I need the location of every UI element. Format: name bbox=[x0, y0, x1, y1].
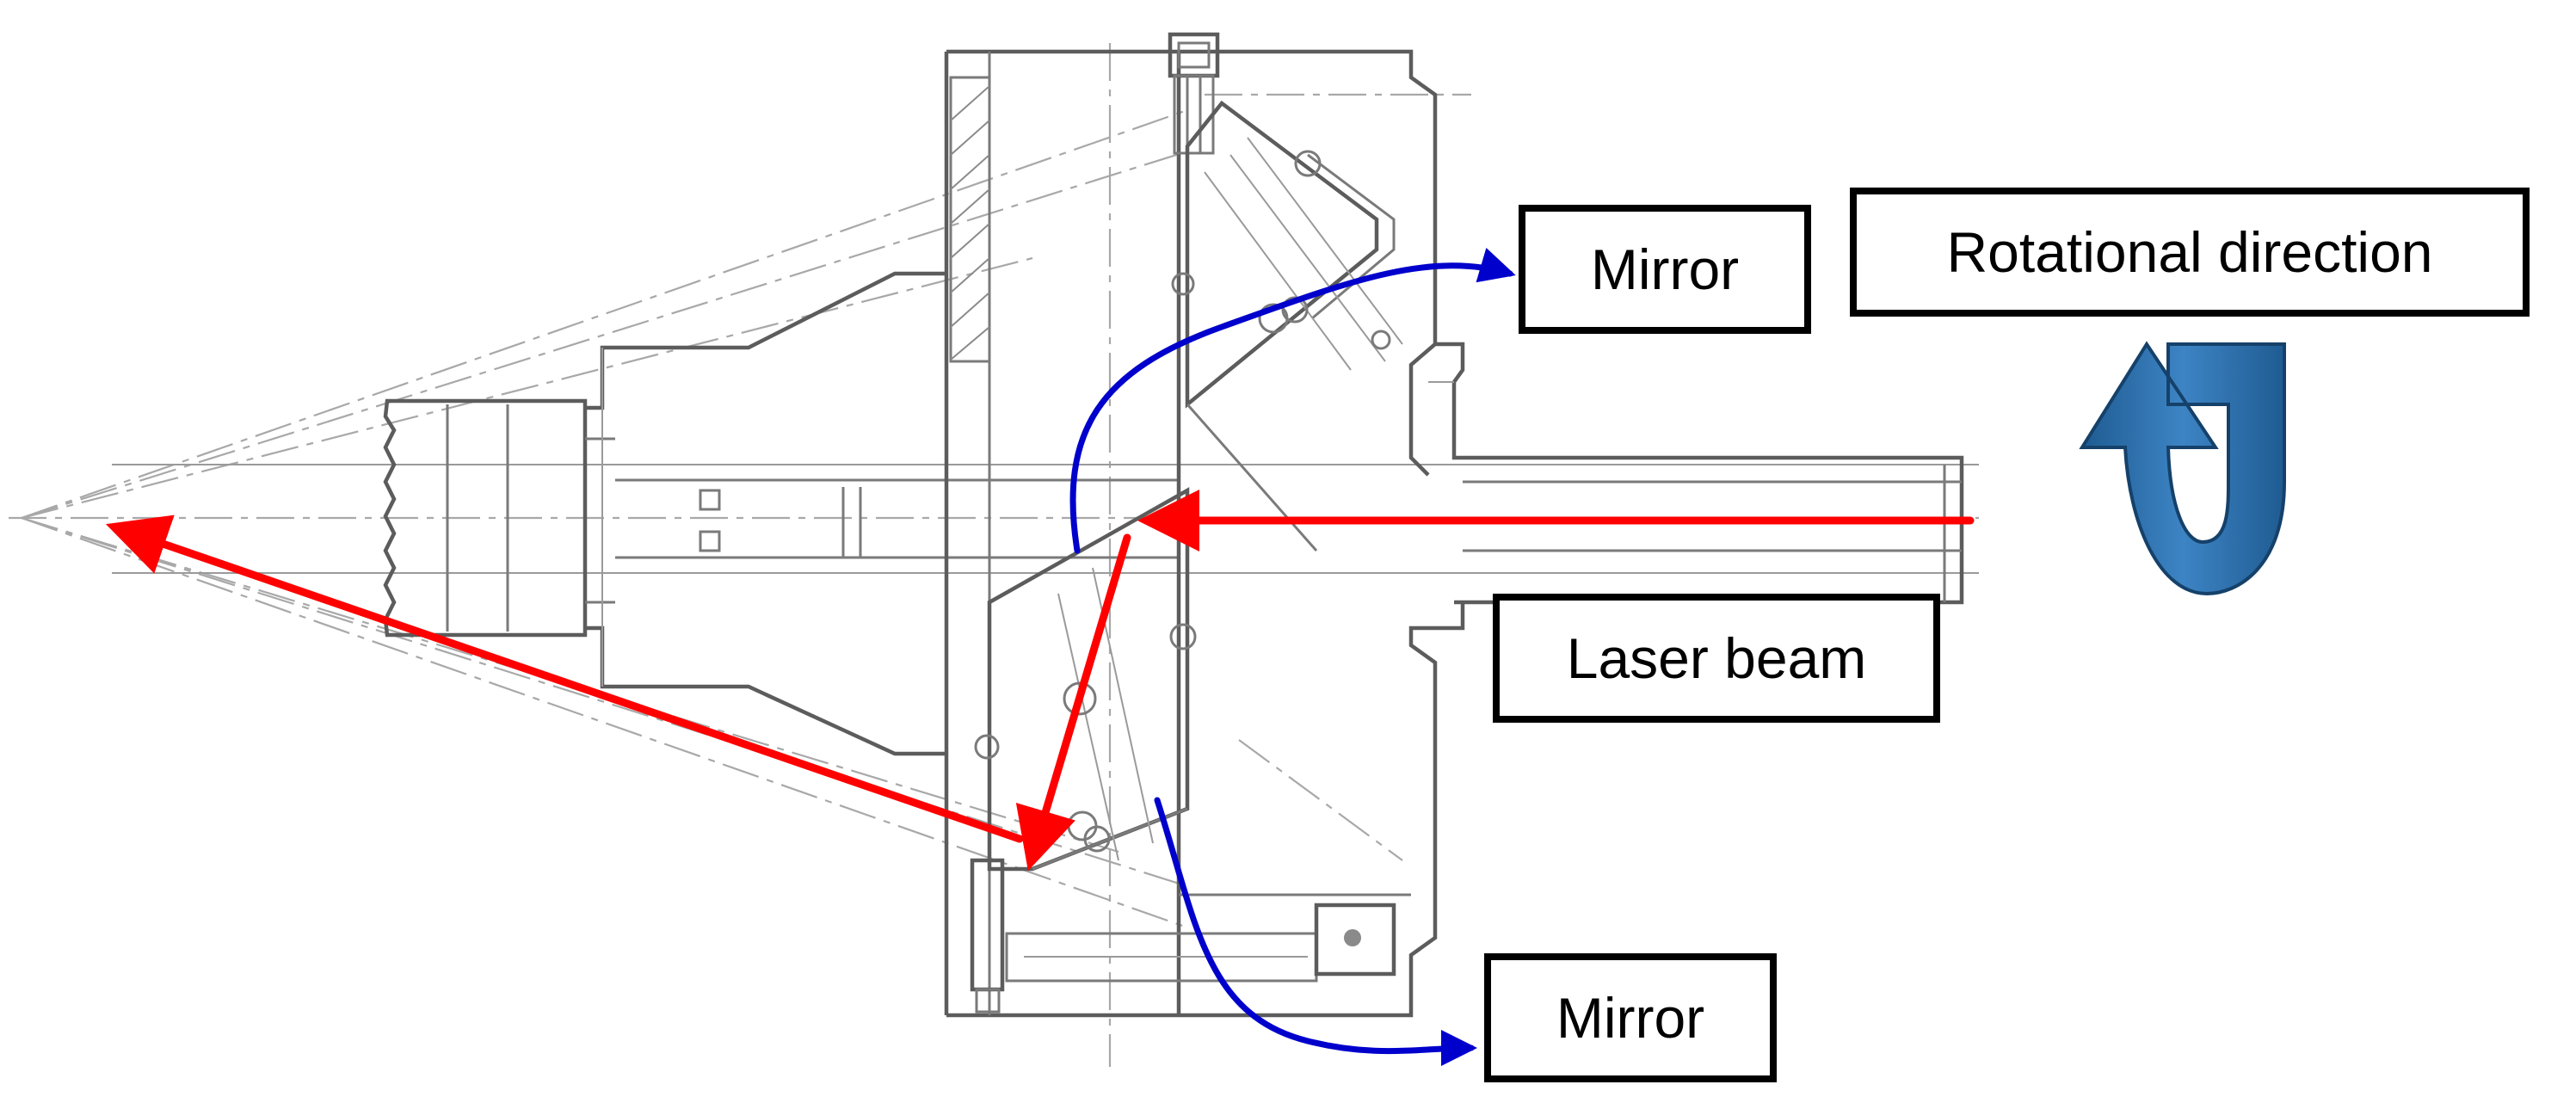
hatched-block bbox=[950, 85, 990, 360]
mirror-bottom-arrow bbox=[1154, 797, 1477, 1067]
laser-reflection-left bbox=[105, 515, 1024, 843]
upper-mirror-prism bbox=[1171, 100, 1403, 552]
mirror-bottom-text: Mirror bbox=[1556, 986, 1705, 1050]
body-taper bbox=[585, 271, 1179, 756]
technical-drawing bbox=[9, 32, 1979, 1067]
right-shaft bbox=[1428, 342, 1964, 605]
laser-reflection-down bbox=[1015, 533, 1131, 872]
rotational-direction-label: Rotational direction bbox=[1850, 188, 2530, 317]
mirror-top-arrow bbox=[1069, 247, 1516, 554]
laser-beam-label: Laser beam bbox=[1493, 594, 1940, 723]
mirror-top-label: Mirror bbox=[1519, 205, 1811, 334]
mirror-pointers bbox=[1069, 247, 1516, 1067]
curved-rotation-arrow-icon bbox=[2079, 341, 2286, 596]
projection-lines bbox=[9, 43, 1979, 1067]
mirror-top-text: Mirror bbox=[1590, 237, 1740, 301]
laser-beam-text: Laser beam bbox=[1566, 626, 1867, 690]
rotational-direction-text: Rotational direction bbox=[1946, 220, 2433, 284]
mirror-bottom-label: Mirror bbox=[1484, 953, 1777, 1082]
laser-beam-path bbox=[105, 490, 1975, 872]
